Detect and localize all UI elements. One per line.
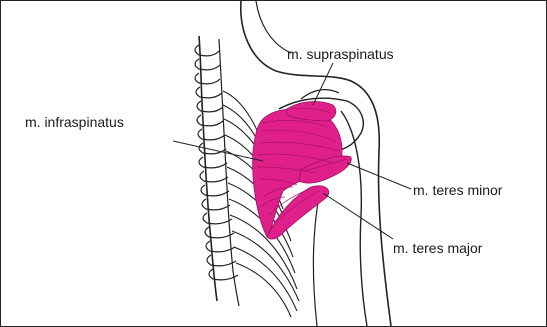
label-supraspinatus: m. supraspinatus	[287, 46, 394, 62]
muscle-group	[253, 102, 352, 240]
infraspinatus-leader	[173, 141, 263, 161]
spine	[199, 36, 217, 301]
neck-outline	[256, 1, 291, 53]
label-infraspinatus: m. infraspinatus	[25, 114, 124, 130]
arm-outline	[341, 111, 367, 326]
teres-major-leader	[323, 193, 393, 239]
arm-inner-outline	[313, 196, 319, 326]
label-teres-major: m. teres major	[393, 240, 483, 256]
label-teres-minor: m. teres minor	[413, 182, 503, 198]
